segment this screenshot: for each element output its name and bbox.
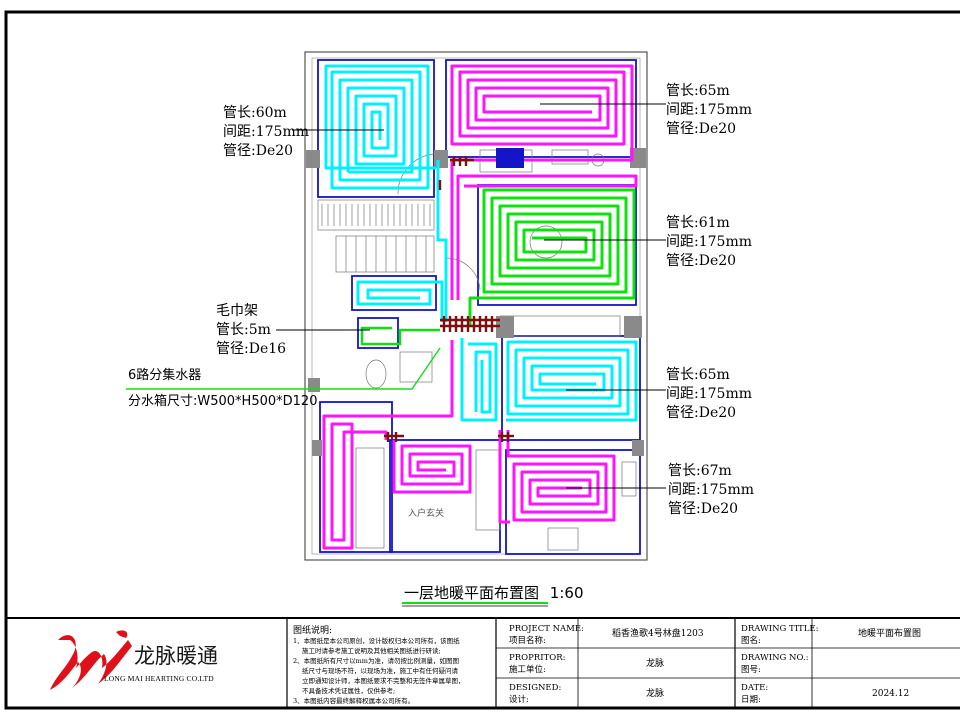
loop-diameter: 管径:De20 xyxy=(668,501,739,517)
note-line: 纸尺寸与现场不符，以现场为准，施工中有任何疑问请 xyxy=(302,667,458,675)
company-logo xyxy=(50,630,132,690)
company-name-en: LONG MAI HEARTING CO.LTD xyxy=(104,674,214,683)
towel-rack-diameter: 管径:De16 xyxy=(216,341,287,357)
loop-spacing: 间距:175mm xyxy=(223,124,309,140)
loop-spacing: 间距:175mm xyxy=(666,234,752,250)
label-en: DRAWING TITLE: xyxy=(741,624,819,634)
loop-diameter: 管径:De20 xyxy=(666,253,737,269)
heating-loop-towel-rack xyxy=(360,326,440,346)
loop-diameter: 管径:De20 xyxy=(223,143,294,159)
loop-length: 管长:61m xyxy=(666,215,730,231)
date-value: 2024.12 xyxy=(872,689,910,699)
towel-rack-length: 管长:5m xyxy=(216,322,271,338)
notes-list: 1、本图纸是本公司原创，设计版权归本公司所有，该图纸 施工时请参考施工说明及其他… xyxy=(293,636,465,706)
label-cn: 日期: xyxy=(741,695,761,705)
collector-size: 分水箱尺寸:W500*H500*D120 xyxy=(128,394,318,409)
date-label: DATE: 日期: xyxy=(741,682,768,706)
heating-loop-se xyxy=(498,430,616,524)
label-cn: 图名: xyxy=(741,636,761,646)
manifold-markers xyxy=(384,156,514,442)
heating-loop-corridor xyxy=(356,160,448,322)
collector-leader xyxy=(126,347,441,390)
loop-diameter: 管径:De20 xyxy=(666,121,737,137)
designed-label: DESIGNED: 设计: xyxy=(509,682,561,706)
heating-loop-center xyxy=(460,338,638,422)
sheet-frame xyxy=(4,10,960,710)
loop-length: 管长:65m xyxy=(666,367,730,383)
proprietor-value: 龙脉 xyxy=(646,659,665,669)
label-en: DESIGNED: xyxy=(509,683,562,693)
drawing-no-label: DRAWING NO.: 图号: xyxy=(741,652,809,676)
title-block-lines xyxy=(6,617,960,708)
drawing-caption-title: 一层地暖平面布置图 xyxy=(404,584,540,602)
building-outline xyxy=(304,51,648,561)
designed-value: 龙脉 xyxy=(646,689,665,699)
proprietor-label: PROPRITOR: 施工单位: xyxy=(509,652,565,676)
heating-loop-living xyxy=(468,188,636,326)
drawing-caption: 一层地暖平面布置图 1:60 xyxy=(404,582,583,603)
loop-diameter: 管径:De20 xyxy=(666,405,737,421)
drawing-title-label: DRAWING TITLE: 图名: xyxy=(741,623,818,647)
notes-title: 图纸说明: xyxy=(293,626,333,636)
collector-name: 6路分集水器 xyxy=(128,368,202,383)
loop-length: 管长:65m xyxy=(666,83,730,99)
label-cn: 设计: xyxy=(509,695,529,705)
loop-label-se: 管长:67m 间距:175mm 管径:De20 xyxy=(668,462,754,519)
heating-loop-nw xyxy=(324,64,436,190)
heating-loop-sw xyxy=(322,340,472,550)
label-en: DATE: xyxy=(741,683,769,693)
label-cn: 施工单位: xyxy=(509,665,546,675)
note-line: 立即通知设计师，本图纸要求不完整和无签件章属草图， xyxy=(302,677,465,685)
label-cn: 图号: xyxy=(741,665,761,675)
note-line: 2、本图纸所有尺寸以mm为准，请勿按比例测量，如图图 xyxy=(293,657,459,665)
project-name-value: 稻香渔歌4号林盘1203 xyxy=(612,629,704,639)
towel-rack-label: 毛巾架 管长:5m 管径:De16 xyxy=(216,302,286,359)
label-en: DRAWING NO.: xyxy=(741,653,809,663)
note-line: 不具备技术凭证属性，仅供参考; xyxy=(302,687,396,695)
loop-label-living: 管长:61m 间距:175mm 管径:De20 xyxy=(666,214,752,271)
towel-rack-title: 毛巾架 xyxy=(216,303,258,319)
manifold-box xyxy=(496,148,524,168)
heating-loop-ne xyxy=(450,64,638,300)
leader-lines xyxy=(276,103,666,489)
drawing-caption-scale: 1:60 xyxy=(549,584,584,602)
room-walls xyxy=(317,59,641,555)
loop-length: 管长:60m xyxy=(223,105,287,121)
label-cn: 项目名称: xyxy=(509,636,546,646)
loop-label-nw: 管长:60m 间距:175mm 管径:De20 xyxy=(223,104,309,161)
label-en: PROPRITOR: xyxy=(509,653,566,663)
label-en: PROJECT NAME: xyxy=(509,624,584,634)
note-line: 施工时请参考施工说明及其他相关图纸进行研读; xyxy=(302,647,441,655)
company-name: 龙脉暖通 xyxy=(134,644,218,668)
note-line: 3、本图纸内容最终解释权属本公司所有。 xyxy=(293,697,415,705)
loop-label-ne: 管长:65m 间距:175mm 管径:De20 xyxy=(666,82,752,139)
loop-spacing: 间距:175mm xyxy=(668,482,754,498)
room-label-entrance: 入户玄关 xyxy=(408,509,445,519)
loop-label-center: 管长:65m 间距:175mm 管径:De20 xyxy=(666,366,752,423)
loop-spacing: 间距:175mm xyxy=(666,386,752,402)
loop-length: 管长:67m xyxy=(668,463,732,479)
floor-plan xyxy=(126,51,666,607)
building-outline-inner xyxy=(311,57,641,555)
loop-spacing: 间距:175mm xyxy=(666,102,752,118)
note-line: 1、本图纸是本公司原创，设计版权归本公司所有，该图纸 xyxy=(293,637,460,645)
project-name-label: PROJECT NAME: 项目名称: xyxy=(509,623,584,647)
drawing-title-value: 地暖平面布置图 xyxy=(858,629,922,639)
